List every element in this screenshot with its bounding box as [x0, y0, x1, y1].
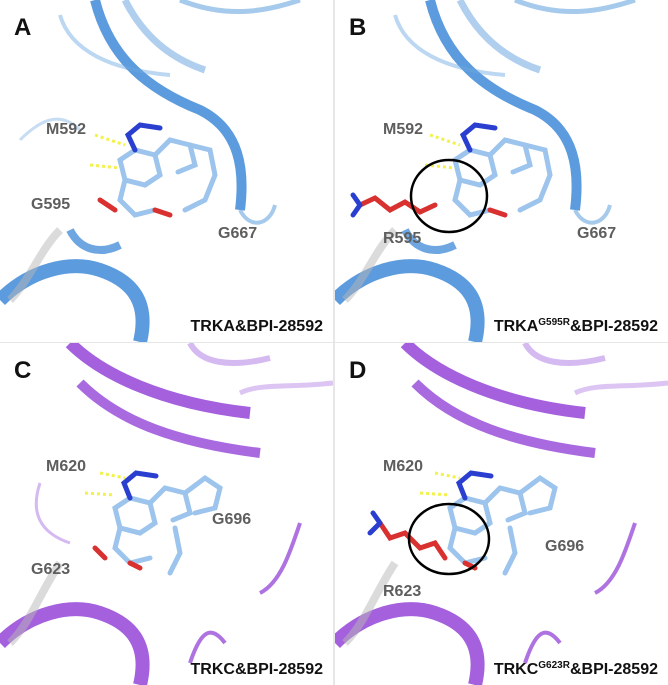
residue-label-left: R595	[383, 230, 422, 247]
ligand-sticks	[447, 470, 558, 576]
trkc-structure-render	[0, 343, 333, 685]
protein-ribbon	[0, 343, 333, 685]
residue-label-right: G667	[577, 225, 617, 242]
trka-mutant-structure-render	[335, 0, 636, 342]
panel-caption: TRKC&BPI-28592	[191, 660, 323, 679]
panel-caption: TRKCG623R&BPI-28592	[494, 660, 658, 679]
caption-protein: TRKA	[493, 318, 539, 335]
ligand-sticks	[92, 470, 223, 576]
arginine-sidechain	[367, 510, 448, 561]
protein-ribbon	[0, 0, 301, 342]
residue-label-top: M620	[383, 458, 424, 475]
panel-letter: D	[349, 357, 367, 384]
mutation-highlight-circle	[409, 158, 489, 234]
panel-letter: B	[349, 14, 367, 41]
caption-protein: TRKC	[190, 661, 235, 678]
ligand-sticks	[97, 122, 218, 218]
mutation-highlight-circle	[407, 502, 491, 576]
protein-ribbon	[335, 343, 668, 685]
residue-label-right: G696	[212, 511, 252, 528]
panel-a: A M592 G595 G667 TRKA&BPI-28592	[0, 0, 333, 342]
residue-label-left: G623	[31, 561, 71, 578]
panel-letter: A	[14, 14, 32, 41]
protein-ribbon	[335, 0, 636, 342]
residue-label-top: M620	[46, 458, 87, 475]
trkc-mutant-structure-render	[335, 343, 668, 685]
arginine-sidechain	[350, 192, 438, 218]
trka-structure-render	[0, 0, 301, 342]
panel-d: D M620 R623 G696 TRKCG623R&BPI-28592	[335, 343, 668, 685]
ligand-sticks	[452, 122, 553, 218]
panel-c: C M620 G623 G696 TRKC&BPI-28592	[0, 343, 333, 685]
residue-label-right: G696	[545, 538, 585, 555]
residue-label-left: R623	[383, 583, 422, 600]
panel-b: B M592 R595 G667 TRKAG595R&BPI-28592	[335, 0, 668, 342]
caption-protein: TRKC	[493, 661, 539, 678]
caption-mutation: G623R	[538, 660, 570, 671]
residue-label-top: M592	[383, 121, 424, 138]
caption-ligand: &BPI-28592	[234, 661, 323, 678]
hbond-dashes	[419, 471, 461, 497]
caption-ligand: &BPI-28592	[569, 661, 658, 678]
panel-letter: C	[14, 357, 32, 384]
horizontal-divider	[0, 342, 668, 343]
caption-protein: TRKA	[190, 318, 235, 335]
panel-caption: TRKAG595R&BPI-28592	[494, 317, 658, 336]
caption-ligand: &BPI-28592	[569, 318, 658, 335]
residue-label-top: M592	[46, 121, 87, 138]
hbond-dashes	[424, 133, 461, 170]
panel-caption: TRKA&BPI-28592	[191, 317, 323, 336]
hbond-dashes	[84, 471, 126, 497]
residue-label-left: G595	[31, 196, 71, 213]
residue-label-right: G667	[218, 225, 258, 242]
caption-mutation: G595R	[538, 317, 570, 328]
hbond-dashes	[89, 133, 126, 170]
caption-ligand: &BPI-28592	[234, 318, 323, 335]
